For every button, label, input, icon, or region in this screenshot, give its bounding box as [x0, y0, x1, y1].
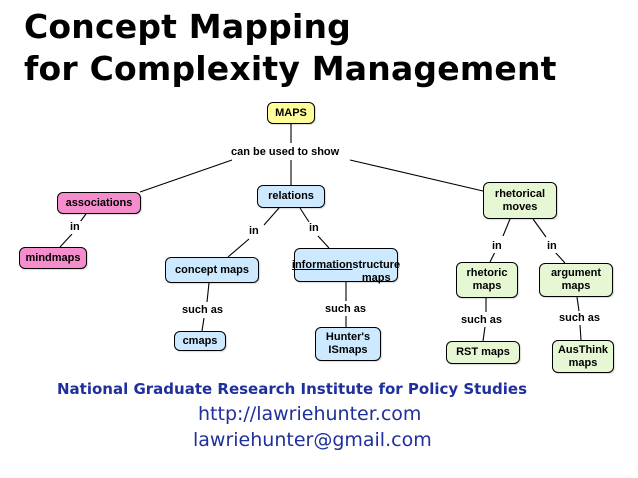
- node-associations: associations: [57, 192, 141, 214]
- line-in-right-to-info: [317, 235, 330, 249]
- information-word: information: [291, 258, 353, 271]
- node-argument-maps: argument maps: [539, 263, 613, 297]
- node-hunters-ismaps: Hunter's ISmaps: [315, 327, 381, 361]
- node-mindmaps: mindmaps: [19, 247, 87, 269]
- node-austhink-maps: AusThink maps: [552, 340, 614, 373]
- label-rhet-in-right: in: [546, 240, 558, 253]
- label-argument-such-as: such as: [558, 312, 601, 325]
- line-in-to-mindmaps: [59, 233, 73, 248]
- title-line-2: for Complexity Management: [24, 49, 557, 88]
- label-can-be-used-to-show: can be used to show: [230, 146, 341, 159]
- line-relations-to-in-left: [263, 207, 280, 226]
- node-information-structure-maps: information structure maps: [291, 248, 400, 284]
- line-associations-to-in: [79, 213, 87, 223]
- node-relations: relations: [257, 185, 325, 208]
- label-rhet-in-left: in: [491, 240, 503, 253]
- label-info-such-as: such as: [324, 303, 367, 316]
- line-in-right-to-argument: [554, 251, 566, 264]
- label-relations-in-right: in: [308, 222, 320, 235]
- label-rhetoric-such-as: such as: [460, 314, 503, 327]
- node-rhetorical-moves: rhetorical moves: [483, 182, 557, 219]
- line-in-left-to-rhetoric: [489, 251, 496, 263]
- line-relations-to-in-right: [299, 207, 310, 223]
- footer-url-link[interactable]: http://lawriehunter.com: [198, 403, 422, 425]
- label-relations-in-left: in: [248, 225, 260, 238]
- node-rst-maps: RST maps: [446, 341, 520, 364]
- node-cmaps: cmaps: [174, 331, 226, 351]
- footer-email-link[interactable]: lawriehunter@gmail.com: [193, 429, 432, 451]
- label-concept-such-as: such as: [181, 304, 224, 317]
- node-rhetoric-maps: rhetoric maps: [456, 262, 518, 298]
- line-rhet-to-in-right: [532, 218, 547, 238]
- line-concept-to-such-as: [206, 282, 210, 303]
- node-maps: MAPS: [267, 102, 315, 124]
- line-in-left-to-concept: [227, 238, 250, 258]
- line-such-as-to-austhink: [579, 324, 582, 341]
- line-such-as-to-rst: [482, 326, 486, 342]
- label-assoc-in: in: [69, 221, 81, 234]
- line-such-as-to-cmaps: [201, 317, 205, 332]
- line-argument-to-such-as: [576, 296, 580, 312]
- node-concept-maps: concept maps: [165, 257, 259, 283]
- line-rhet-to-in-left: [502, 218, 511, 237]
- line-label-to-rhetorical: [349, 159, 484, 192]
- line-label-to-associations: [139, 159, 233, 193]
- title-line-1: Concept Mapping: [24, 7, 351, 46]
- footer-organization: National Graduate Research Institute for…: [57, 380, 528, 398]
